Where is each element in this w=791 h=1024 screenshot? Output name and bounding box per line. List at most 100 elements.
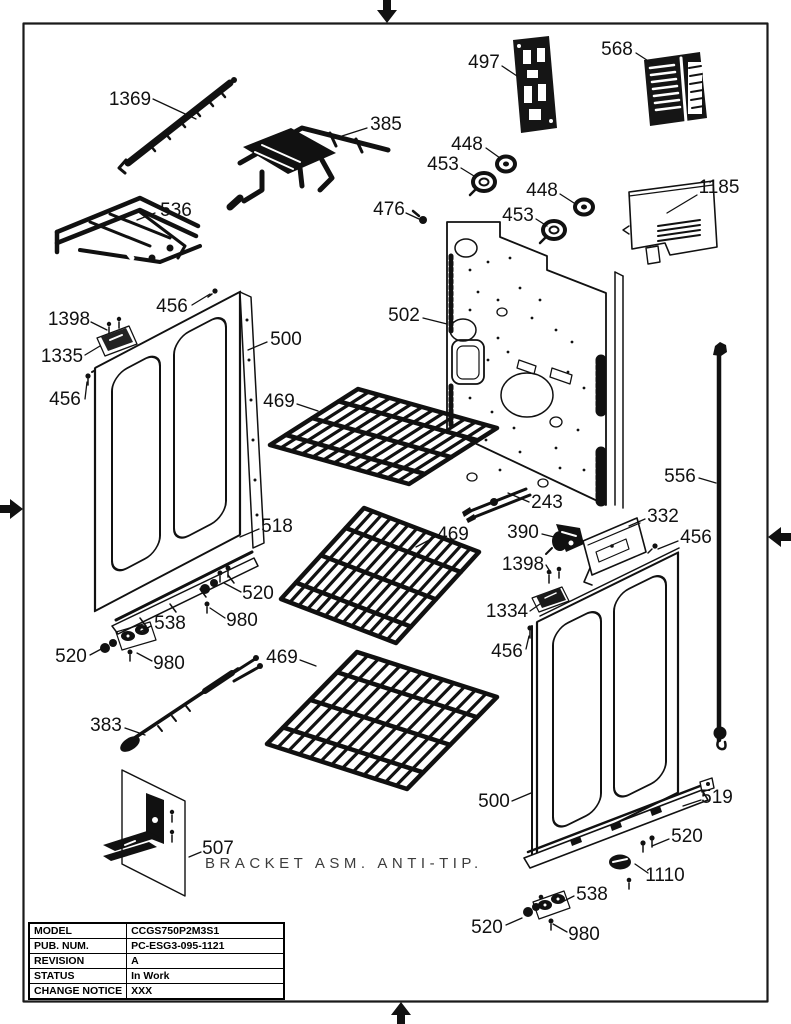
callout-520[interactable]: 520 [242, 583, 274, 604]
callout-453[interactable]: 453 [502, 205, 534, 226]
callout-556[interactable]: 556 [664, 466, 696, 487]
callout-538[interactable]: 538 [154, 613, 186, 634]
callout-453[interactable]: 453 [427, 154, 459, 175]
callout-leader [651, 838, 670, 847]
callout-leader [188, 851, 202, 858]
callout-1185[interactable]: 1185 [699, 177, 740, 198]
info-value: PC-ESG3-095-1121 [126, 938, 285, 954]
callout-500[interactable]: 500 [478, 791, 510, 812]
callout-leader [299, 659, 317, 667]
callout-448[interactable]: 448 [451, 134, 483, 155]
callout-980[interactable]: 980 [226, 610, 258, 631]
callout-leader [485, 147, 501, 159]
callout-390[interactable]: 390 [507, 522, 539, 543]
callout-leader [541, 533, 555, 538]
callout-383[interactable]: 383 [90, 715, 122, 736]
callout-538[interactable]: 538 [576, 884, 608, 905]
callout-1334[interactable]: 1334 [486, 601, 529, 622]
callout-leader [635, 52, 654, 65]
callout-980[interactable]: 980 [568, 924, 600, 945]
callout-leader [191, 293, 211, 306]
callout-456[interactable]: 456 [156, 296, 188, 317]
callout-leader [545, 564, 552, 574]
callout-1398[interactable]: 1398 [502, 554, 544, 575]
info-value: In Work [126, 968, 285, 984]
callout-497[interactable]: 497 [468, 52, 500, 73]
part-456-screw-a [207, 288, 218, 298]
part-500-right-side-panel [531, 547, 680, 864]
callout-456[interactable]: 456 [49, 389, 81, 410]
callout-leader [507, 492, 530, 503]
callout-leader [559, 193, 575, 204]
callout-519[interactable]: 519 [701, 787, 733, 808]
callout-520[interactable]: 520 [471, 917, 503, 938]
info-label: CHANGE NOTICE [28, 983, 128, 1000]
callout-518[interactable]: 518 [261, 516, 293, 537]
part-1335-clip-left [96, 325, 138, 357]
callout-leader [525, 635, 530, 650]
part-469-oven-racks [264, 386, 500, 792]
callout-leader [666, 194, 698, 214]
part-520-screws-c [640, 835, 655, 853]
part-456-screw-b [85, 373, 91, 386]
callout-520[interactable]: 520 [671, 826, 703, 847]
anti-tip-annotation: BRACKET ASM. ANTI-TIP. [205, 855, 483, 872]
callout-448[interactable]: 448 [526, 180, 558, 201]
part-518-bottom-rail [111, 550, 259, 635]
callout-leader [124, 727, 146, 736]
callout-469[interactable]: 469 [437, 524, 469, 545]
part-383-igniter-assembly [120, 655, 263, 752]
callout-507[interactable]: 507 [202, 838, 234, 859]
callout-leader [415, 536, 436, 548]
callout-980[interactable]: 980 [153, 653, 185, 674]
callout-leader [535, 218, 548, 227]
callout-leader [460, 167, 475, 177]
callout-leader [136, 212, 156, 221]
callout-536[interactable]: 536 [160, 200, 192, 221]
callout-leader [698, 477, 717, 484]
callout-243[interactable]: 243 [531, 492, 563, 513]
callout-568[interactable]: 568 [601, 39, 633, 60]
callout-456[interactable]: 456 [680, 527, 712, 548]
part-568-shield-box [644, 52, 707, 126]
callout-leader [628, 518, 646, 527]
callout-leader [84, 381, 88, 400]
callout-502[interactable]: 502 [388, 305, 420, 326]
part-556-ground-rod [713, 342, 727, 751]
callout-leader [84, 345, 101, 356]
callout-leader [223, 582, 242, 593]
callout-385[interactable]: 385 [370, 114, 402, 135]
info-label: STATUS [28, 968, 128, 984]
registration-arrow-right-icon [768, 527, 791, 547]
callout-456[interactable]: 456 [491, 641, 523, 662]
callout-leader [239, 528, 260, 538]
part-520-leveling-leg-d [523, 894, 544, 917]
callout-leader [529, 603, 541, 612]
part-332-bracket [582, 517, 647, 586]
callout-1398[interactable]: 1398 [48, 309, 90, 330]
callout-476[interactable]: 476 [373, 199, 405, 220]
callout-500[interactable]: 500 [270, 329, 302, 350]
info-label: REVISION [28, 953, 128, 969]
callout-1369[interactable]: 1369 [109, 89, 151, 110]
callout-leader [682, 799, 702, 807]
callout-1110[interactable]: 1110 [645, 865, 684, 886]
callout-332[interactable]: 332 [647, 506, 679, 527]
callout-469[interactable]: 469 [266, 647, 298, 668]
part-497-control-bracket [513, 36, 557, 133]
info-value: A [126, 953, 285, 969]
part-385-manifold [226, 125, 391, 211]
callout-469[interactable]: 469 [263, 391, 295, 412]
part-520-leveling-leg-b [100, 639, 117, 653]
callout-520[interactable]: 520 [55, 646, 87, 667]
part-536-burner-frame [54, 195, 202, 264]
part-476-screw [411, 209, 427, 224]
part-456-screw-c [647, 543, 658, 554]
callout-1335[interactable]: 1335 [41, 346, 83, 367]
